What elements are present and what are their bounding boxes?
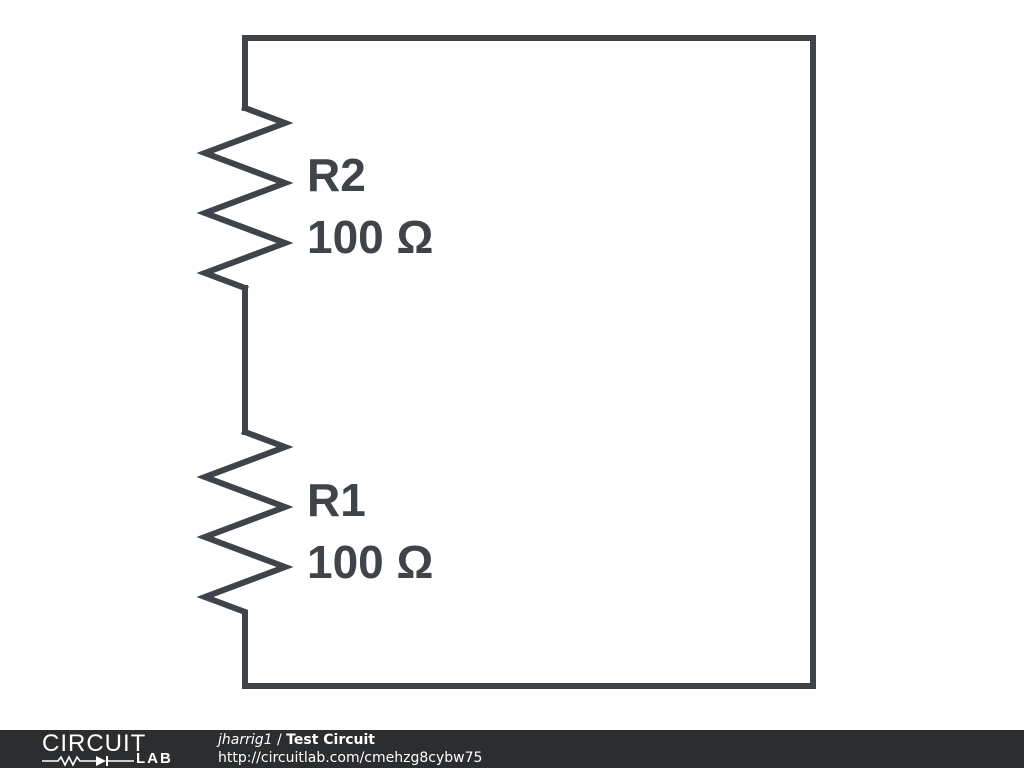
wire-loop bbox=[242, 35, 816, 689]
author-link[interactable]: jharrig1 bbox=[218, 732, 273, 748]
resistor-r2-symbol bbox=[196, 104, 294, 292]
footer-bar: CIRCUIT LAB jharrig1 / Test Circuit http… bbox=[0, 730, 1024, 768]
r2-ref-label: R2 bbox=[307, 149, 366, 201]
circuit-url[interactable]: http://circuitlab.com/cmehzg8cybw75 bbox=[218, 750, 483, 766]
r1-ref-label: R1 bbox=[307, 474, 366, 526]
circuitlab-logo[interactable]: CIRCUIT LAB bbox=[40, 731, 180, 767]
circuit-byline: jharrig1 / Test Circuit bbox=[218, 731, 482, 749]
schematic-canvas: R2 100 Ω R1 100 Ω bbox=[196, 35, 816, 689]
logo-sub-word: LAB bbox=[136, 750, 173, 767]
r1-value-label: 100 Ω bbox=[307, 536, 433, 588]
byline-separator: / bbox=[272, 732, 287, 748]
resistor-diode-icon bbox=[42, 755, 134, 767]
circuit-title[interactable]: Test Circuit bbox=[286, 732, 375, 748]
circuit-schematic: R2 100 Ω R1 100 Ω bbox=[196, 35, 816, 689]
circuit-info: jharrig1 / Test Circuit http://circuitla… bbox=[218, 731, 482, 767]
r2-value-label: 100 Ω bbox=[307, 211, 433, 263]
logo-wordmark: CIRCUIT bbox=[42, 730, 147, 757]
resistor-r1-symbol bbox=[196, 428, 294, 617]
